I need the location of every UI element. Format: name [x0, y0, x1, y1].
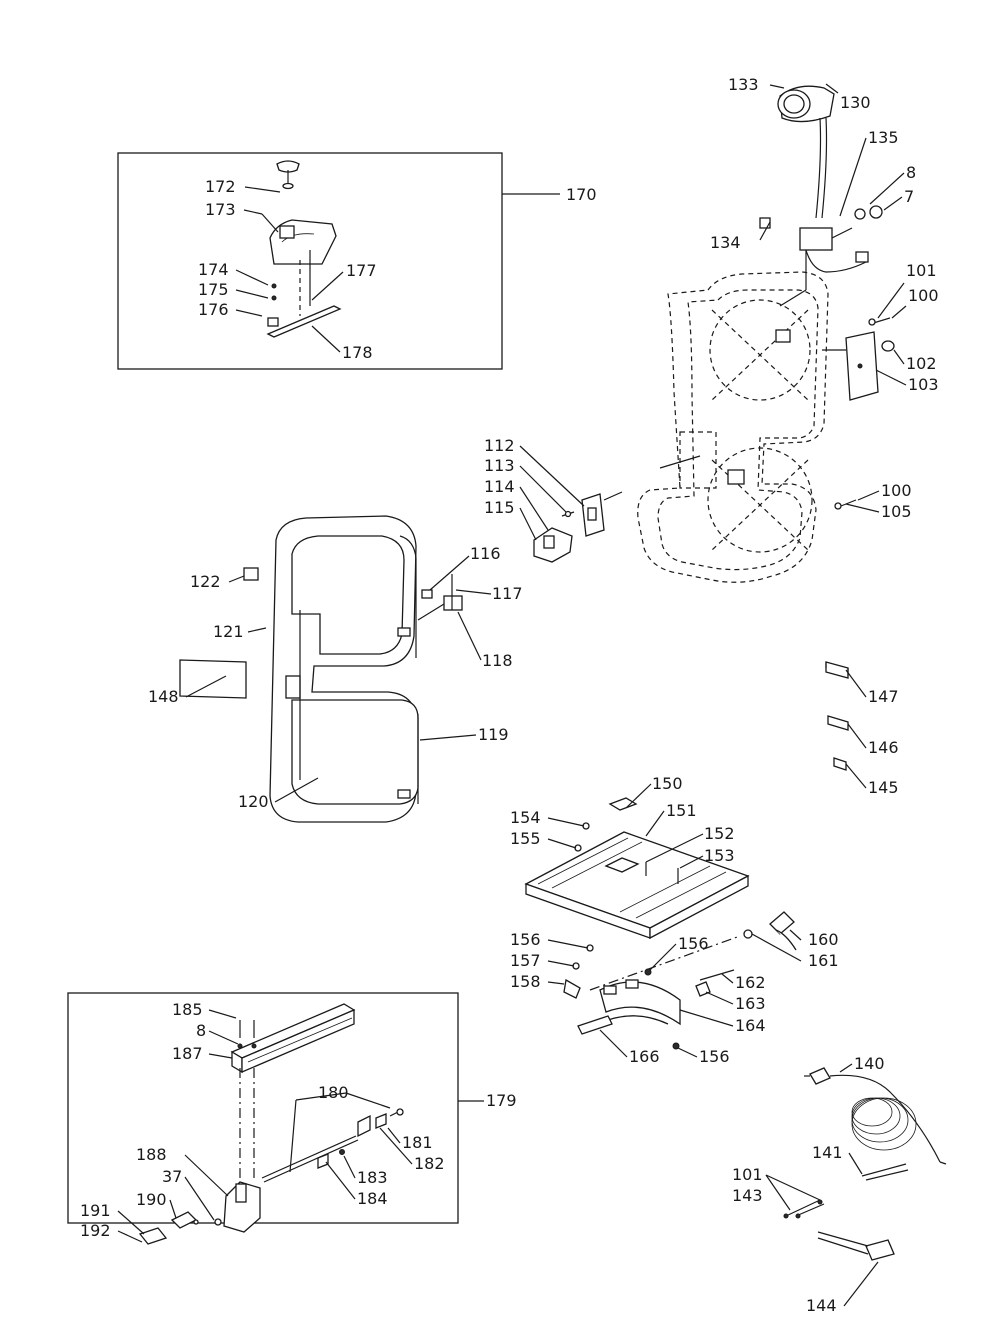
callout-152: 152: [704, 824, 735, 843]
callout-140: 140: [854, 1054, 885, 1073]
miter-gauge-inset: [117, 152, 560, 370]
callout-192: 192: [80, 1221, 111, 1240]
callout-103: 103: [908, 375, 939, 394]
callout-158: 158: [510, 972, 541, 991]
callout-176: 176: [198, 300, 229, 319]
callout-155: 155: [510, 829, 541, 848]
callout-148: 148: [148, 687, 179, 706]
callout-112: 112: [484, 436, 515, 455]
saw-frame: [637, 83, 907, 583]
callout-8b: 8: [196, 1021, 206, 1040]
callout-102: 102: [906, 354, 937, 373]
callout-146: 146: [868, 738, 899, 757]
wheel-covers: [179, 515, 492, 823]
callout-172: 172: [205, 177, 236, 196]
callout-8: 8: [906, 163, 916, 182]
callout-162: 162: [735, 973, 766, 992]
callout-177: 177: [346, 261, 377, 280]
callout-166: 166: [629, 1047, 660, 1066]
callout-183: 183: [357, 1168, 388, 1187]
callout-187: 187: [172, 1044, 203, 1063]
callout-130: 130: [840, 93, 871, 112]
callout-161: 161: [808, 951, 839, 970]
callout-153: 153: [704, 846, 735, 865]
callout-120: 120: [238, 792, 269, 811]
callout-156: 156: [510, 930, 541, 949]
callout-185: 185: [172, 1000, 203, 1019]
callout-114: 114: [484, 477, 515, 496]
callout-115: 115: [484, 498, 515, 517]
callout-105: 105: [881, 502, 912, 521]
callout-121: 121: [213, 622, 244, 641]
callout-179: 179: [486, 1091, 517, 1110]
saw-table: [524, 783, 802, 1058]
callout-182: 182: [414, 1154, 445, 1173]
callout-154: 154: [510, 808, 541, 827]
callout-164: 164: [735, 1016, 766, 1035]
callout-188: 188: [136, 1145, 167, 1164]
callout-100b: 100: [881, 481, 912, 500]
callout-160: 160: [808, 930, 839, 949]
callout-141: 141: [812, 1143, 843, 1162]
callout-117: 117: [492, 584, 523, 603]
callout-178: 178: [342, 343, 373, 362]
power-cord-parts: [765, 1063, 947, 1307]
callout-144: 144: [806, 1296, 837, 1315]
callout-173: 173: [205, 200, 236, 219]
callout-101b: 101: [732, 1165, 763, 1184]
blade-guide-assembly: [519, 445, 623, 563]
callout-180: 180: [318, 1083, 349, 1102]
callout-116: 116: [470, 544, 501, 563]
callout-37: 37: [162, 1167, 182, 1186]
callout-190: 190: [136, 1190, 167, 1209]
callout-135: 135: [868, 128, 899, 147]
callout-184: 184: [357, 1189, 388, 1208]
callout-181: 181: [402, 1133, 433, 1152]
callout-143: 143: [732, 1186, 763, 1205]
callout-150: 150: [652, 774, 683, 793]
callout-100: 100: [908, 286, 939, 305]
callout-156b: 156: [678, 934, 709, 953]
callout-157: 157: [510, 951, 541, 970]
callout-170: 170: [566, 185, 597, 204]
callout-101: 101: [906, 261, 937, 280]
hex-keys: [825, 661, 867, 789]
callout-151: 151: [666, 801, 697, 820]
callout-174: 174: [198, 260, 229, 279]
callout-191: 191: [80, 1201, 111, 1220]
callout-156c: 156: [699, 1047, 730, 1066]
callout-145: 145: [868, 778, 899, 797]
callout-175: 175: [198, 280, 229, 299]
callout-7: 7: [904, 187, 914, 206]
callout-119: 119: [478, 725, 509, 744]
callout-118: 118: [482, 651, 513, 670]
callout-113: 113: [484, 456, 515, 475]
callout-134: 134: [710, 233, 741, 252]
callout-147: 147: [868, 687, 899, 706]
callout-133: 133: [728, 75, 759, 94]
callout-163: 163: [735, 994, 766, 1013]
callout-labels: 133 130 135 8 7 134 101 100 102 103 100 …: [80, 75, 939, 1315]
callout-122: 122: [190, 572, 221, 591]
rip-fence-inset: [67, 992, 484, 1245]
